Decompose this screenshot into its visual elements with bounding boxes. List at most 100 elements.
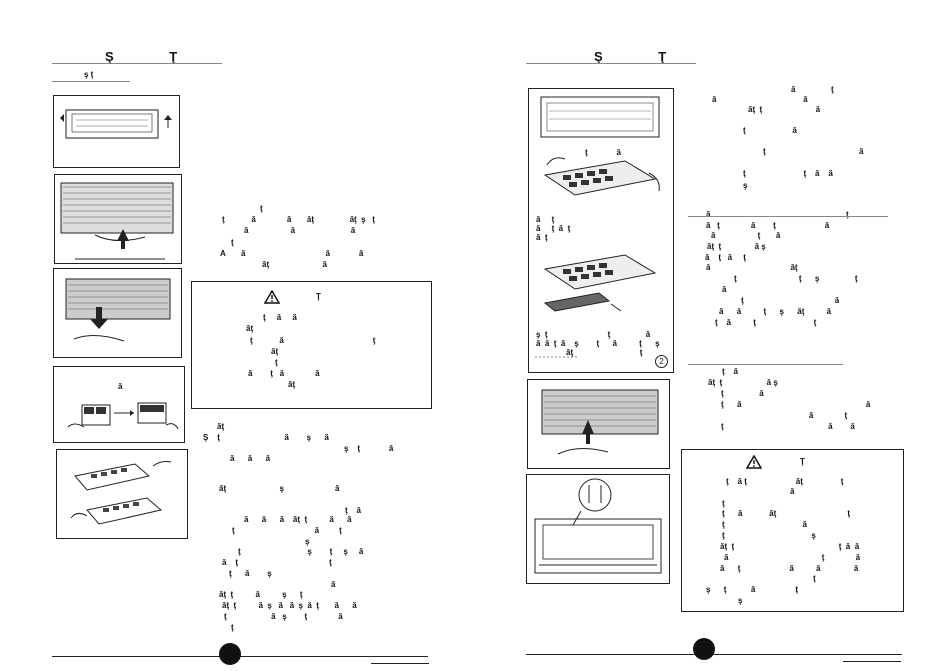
right-body-line: ă ă	[712, 95, 808, 104]
right-warning-line: ş	[738, 596, 743, 605]
right-warning-line: ă ţ ă	[724, 553, 861, 562]
left-body2-line: ăţ ş ă	[219, 484, 340, 493]
right-body-line: ţ ă	[763, 147, 864, 156]
left-body2-line: ţ ă ş ţ ă	[224, 612, 343, 621]
left-body2-line: ă	[331, 580, 336, 589]
figure-filter-cleaning	[56, 449, 188, 539]
left-body-line: A ă ă ă	[220, 249, 364, 258]
right-section2-line: ţ ă	[741, 296, 840, 305]
left-warning-line: ă ţ ă ă	[248, 369, 320, 378]
right-warning-line: ă ţ ă ă ă	[720, 564, 859, 573]
left-warning-box: Ţ ţ ă ă ăţ ţ ă ţ ăţ ţ ă ţ ă ă ăţ	[191, 281, 432, 409]
right-body-line: ş	[743, 181, 748, 190]
fig-caption-line: ş ţ ţ ă	[536, 330, 651, 339]
right-section3-rule	[688, 364, 843, 365]
right-section3-line: ăţ ţ ă ş	[708, 378, 778, 387]
right-section2-line: ă ţ ă ţ ă	[706, 221, 830, 230]
figure-filter-lift	[54, 174, 182, 264]
left-page-header: Ş Ţ	[105, 49, 204, 64]
left-body2-line: ţ	[231, 623, 234, 632]
left-body2-line: ă ţ ţ	[222, 558, 332, 567]
left-body2-line: Ş ţ ă ş ă	[203, 433, 329, 442]
right-warning-line: ş ţ ă ţ	[706, 585, 799, 594]
indoor-unit-drawing	[60, 109, 172, 139]
left-body-line: ă ă ă	[244, 226, 356, 235]
right-warning-line: ţ ă	[722, 520, 807, 529]
right-section2-rule	[688, 216, 888, 217]
left-body-line: ţ	[231, 238, 234, 247]
left-body2-line: ş	[305, 537, 310, 546]
right-body-line: ă ţ	[791, 85, 834, 94]
figure-filter-removal: ţ ă ă ţ ă ţ ă ţ ă ţ ş ţ ţ ă ă ă ţ ă ş ţ …	[528, 88, 674, 373]
left-body2-line: ă ă ă ăţ ţ ă ă	[244, 515, 352, 524]
right-body-line: ăţ ţ ă	[748, 105, 821, 114]
right-page-number-circle	[693, 638, 715, 660]
left-subheader-rule	[52, 81, 130, 82]
right-warning-line: ţ	[813, 574, 816, 583]
fig-inner-line: ţ ă	[585, 148, 622, 157]
fig-inner-line: ă ţ ă ţ	[536, 224, 571, 233]
filter-pull-drawing	[65, 278, 171, 342]
right-warning-line: ţ ă ăţ ţ	[722, 509, 851, 518]
left-warning-line: ăţ	[288, 380, 296, 389]
right-section3-line: ţ ă	[721, 389, 764, 398]
left-body2-line: ţ ă ş	[229, 569, 272, 578]
filter-cleaning-drawing	[70, 461, 172, 525]
fig-caption-line: ă ă ţ ă ş ţ ă ţ ş	[536, 339, 660, 348]
right-footer-mark	[843, 661, 901, 662]
left-subheader: ş ţ	[84, 70, 94, 79]
right-section2-line: ţ ţ ş ţ	[734, 274, 858, 283]
left-warning-line: ţ ă ţ	[250, 336, 376, 345]
right-body-line: ţ ţ ă ă	[743, 169, 833, 178]
left-warning-line: ţ	[275, 358, 278, 367]
filter-separated-drawing	[67, 402, 179, 430]
right-section3-line: ţ ă ă	[721, 422, 855, 431]
figure-indoor-unit	[53, 95, 180, 168]
right-warning-title: Ţ	[800, 457, 805, 466]
right-section2-line: ăţ ţ ă ş	[707, 242, 766, 251]
left-footer-mark	[371, 663, 429, 664]
right-page-header: Ş Ţ	[594, 49, 693, 64]
left-body2-line: ă ă ă	[230, 454, 271, 463]
figure-filter-separated: ă	[53, 366, 185, 443]
left-body2-line: ăţ	[217, 422, 225, 431]
right-warning-line: ţ	[722, 499, 725, 508]
left-body2-line: ţ ă	[345, 506, 362, 515]
figure-number-badge: 2	[655, 355, 668, 368]
right-footer-rule	[526, 654, 902, 655]
right-section2-line: ă	[722, 285, 727, 294]
left-body2-line: ş ţ ă	[344, 444, 394, 453]
figure-filter-pull	[53, 268, 182, 358]
right-warning-line: ţ ş	[722, 531, 816, 540]
left-warning-line: ăţ	[246, 324, 254, 333]
left-body-line: ţ ă ă ăţ ăţ ş ţ	[222, 215, 375, 224]
right-warning-line: ăţ ţ ţ ă ă	[720, 542, 860, 551]
warning-icon	[264, 290, 280, 304]
filter-removal-drawing	[535, 96, 660, 358]
left-warning-line: ăţ	[271, 347, 279, 356]
left-page-number-circle	[219, 643, 241, 665]
warning-icon	[746, 455, 762, 469]
right-warning-box: Ţ ţ ă ţ ăţ ţ ă ţ ţ ă ăţ ţ ţ ă ţ	[681, 449, 904, 612]
left-warning-line: ţ ă ă	[263, 313, 297, 322]
left-body2-line: ţ ă ţ	[232, 526, 342, 535]
filter-lift-drawing	[60, 182, 174, 260]
left-body2-line: ţ ş ţ ş ă	[238, 547, 364, 556]
filter-insert-drawing	[541, 389, 659, 455]
left-body-line: ăţ ă	[262, 260, 327, 269]
left-body2-line: ăţ ţ ă ş ţ	[219, 590, 303, 599]
left-warning-title: Ţ	[316, 292, 321, 301]
figure-front-panel	[526, 474, 670, 584]
right-section2-line: ă ţ ă	[711, 231, 781, 240]
front-panel-drawing	[534, 478, 662, 574]
right-body-line: ţ ă	[743, 126, 797, 135]
figure-filter-label: ă	[118, 382, 123, 391]
left-header-rule	[52, 63, 222, 64]
right-section2-line: ţ ă ţ ţ	[715, 318, 817, 327]
right-warning-line: ţ ă ţ ăţ ţ	[726, 477, 844, 486]
fig-inner-line: ă ţ	[536, 215, 555, 224]
right-section3-line: ă ţ	[720, 411, 848, 420]
right-section3-title: ţ ă	[722, 367, 739, 376]
right-section3-line: ţ ă ă	[721, 400, 871, 409]
left-body2-line: ăţ ţ ă ş ă ă ş ă ţ ă ă	[222, 601, 357, 610]
